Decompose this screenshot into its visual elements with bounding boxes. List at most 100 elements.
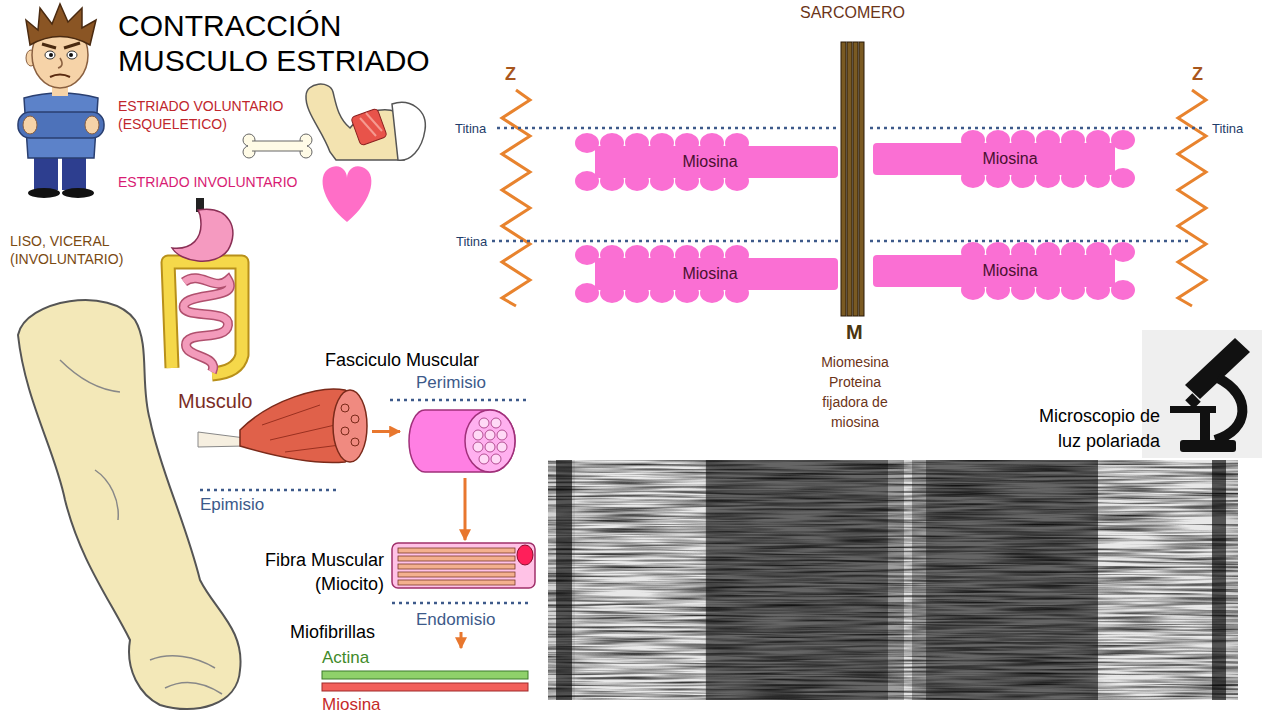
fiber-figure-part bbox=[517, 545, 533, 565]
sarcomere-part bbox=[859, 42, 864, 316]
cartoon-man-part bbox=[23, 116, 37, 134]
cartoon-man-part bbox=[18, 112, 104, 138]
fascicle-figure-part bbox=[479, 454, 489, 464]
arm-figure-part bbox=[165, 683, 222, 694]
sarcomere-part-part bbox=[497, 127, 838, 130]
sarcomere-part-part bbox=[492, 240, 838, 243]
micrograph bbox=[548, 460, 1238, 700]
fascicle-figure-part bbox=[497, 442, 507, 452]
sarcomere-part-part bbox=[870, 127, 1205, 130]
sarcomere-part bbox=[502, 90, 530, 306]
arm-figure-part bbox=[150, 656, 215, 668]
node-text: Epimisio bbox=[200, 495, 264, 515]
fascicle-figure-part bbox=[485, 430, 495, 440]
node-text: Musculo bbox=[178, 389, 252, 413]
bone-icon-part bbox=[252, 151, 303, 152]
muscle-node: MusculoEpimisio bbox=[176, 385, 372, 518]
label-text: Titina bbox=[456, 234, 487, 250]
cartoon-man-part bbox=[85, 116, 99, 134]
label-text: LISO, VICERAL (INVOLUNTARIO) bbox=[10, 232, 145, 268]
myosin-bar: Miosina bbox=[595, 258, 838, 290]
node-text: Miosina bbox=[635, 152, 785, 171]
flow-arrow bbox=[464, 478, 467, 540]
label-text: ESTRIADO VOLUNTARIO (ESQUELETICO) bbox=[118, 97, 308, 133]
label-text: SARCOMERO bbox=[800, 3, 905, 22]
node-text: Miosina bbox=[935, 261, 1085, 280]
myofibril-bars-part bbox=[322, 683, 528, 691]
node-text: Endomisio bbox=[416, 610, 495, 630]
node-text: Actina bbox=[322, 648, 369, 668]
diagram-title: CONTRACCIÓN MUSCULO ESTRIADO bbox=[118, 8, 458, 78]
fascicle-figure-part bbox=[465, 410, 515, 472]
node-text: Miosina bbox=[935, 149, 1085, 168]
muscle-figure-part bbox=[341, 427, 349, 435]
label-text: Fibra Muscular (Miocito) bbox=[232, 548, 384, 596]
fascicle-node: Perimisio bbox=[400, 372, 530, 478]
myosin-bar: Miosina bbox=[873, 255, 1115, 287]
microscope-icon-part bbox=[1142, 330, 1262, 458]
cartoon-man-part bbox=[50, 75, 70, 78]
fascicle-figure-part bbox=[473, 442, 483, 452]
label-text: Titina bbox=[455, 121, 486, 137]
cartoon-man-part bbox=[42, 44, 56, 48]
label-text: Titina bbox=[1212, 121, 1243, 137]
flexed-arm-icon-part bbox=[360, 113, 382, 136]
arm-figure-part bbox=[60, 360, 120, 392]
cartoon-man-part bbox=[67, 51, 77, 59]
fascicle-figure-part bbox=[479, 418, 489, 428]
sarcomere-part bbox=[841, 42, 846, 316]
label-text: Fasciculo Muscular bbox=[325, 350, 479, 372]
sarcomere-part bbox=[853, 42, 858, 316]
muscle-figure-part bbox=[351, 438, 359, 446]
sheath-lines-part bbox=[390, 399, 528, 402]
fiber-figure-part bbox=[398, 564, 515, 569]
fiber-node: Endomisio bbox=[390, 540, 540, 632]
flow-arrow bbox=[460, 632, 463, 648]
fiber-figure-part bbox=[398, 572, 515, 577]
label-text: Z bbox=[505, 64, 516, 86]
cartoon-man-part bbox=[58, 58, 62, 68]
myofibril-bars bbox=[322, 671, 528, 691]
flow-arrow bbox=[372, 430, 400, 433]
node-text: Miosina bbox=[322, 695, 381, 715]
fiber-figure-part bbox=[398, 580, 515, 585]
fascicle-figure-part bbox=[491, 418, 501, 428]
heart-icon bbox=[323, 166, 372, 222]
myosin-bar: Miosina bbox=[595, 146, 838, 178]
cartoon-man-part bbox=[45, 51, 55, 59]
sheath-lines bbox=[200, 400, 530, 603]
myofibril-node: ActinaMiosina bbox=[318, 648, 532, 717]
bone-icon-part bbox=[248, 141, 307, 151]
digestive-system-part bbox=[168, 262, 242, 374]
sarcomere bbox=[492, 42, 1206, 316]
label-text: Miomesina Proteina fijadora de miosina bbox=[805, 352, 905, 432]
myofibril-bars-part bbox=[322, 671, 528, 679]
cartoon-man-part bbox=[62, 188, 94, 198]
label-text: ESTRIADO INVOLUNTARIO bbox=[118, 174, 297, 191]
label-text: Z bbox=[1192, 64, 1203, 86]
sarcomere-part-part bbox=[870, 240, 1192, 243]
micrograph-part bbox=[548, 460, 1238, 700]
muscle-figure-part bbox=[262, 405, 340, 452]
digestive-system-part bbox=[184, 278, 230, 372]
flexed-arm-icon-part bbox=[306, 84, 404, 160]
cartoon-man-part bbox=[26, 4, 96, 45]
microscope-icon-part bbox=[1180, 440, 1236, 452]
digestive-system-part bbox=[184, 278, 230, 372]
cartoon-man-part bbox=[69, 53, 73, 57]
fascicle-figure-part bbox=[473, 430, 483, 440]
microscope-icon-part bbox=[1200, 410, 1210, 442]
label-text: Miofibrillas bbox=[290, 622, 375, 644]
cartoon-man-part bbox=[28, 188, 60, 198]
microscope-icon-part bbox=[1215, 378, 1242, 440]
microscope-icon bbox=[1142, 330, 1262, 458]
node-text: Perimisio bbox=[416, 373, 486, 393]
micrograph-part bbox=[548, 460, 1238, 700]
fiber-figure-part bbox=[398, 556, 515, 561]
bone-icon-part bbox=[252, 141, 303, 142]
flexed-arm-icon-part bbox=[392, 102, 425, 160]
digestive-system bbox=[168, 198, 242, 374]
bone-icon bbox=[243, 134, 312, 158]
fiber-figure bbox=[392, 543, 535, 588]
